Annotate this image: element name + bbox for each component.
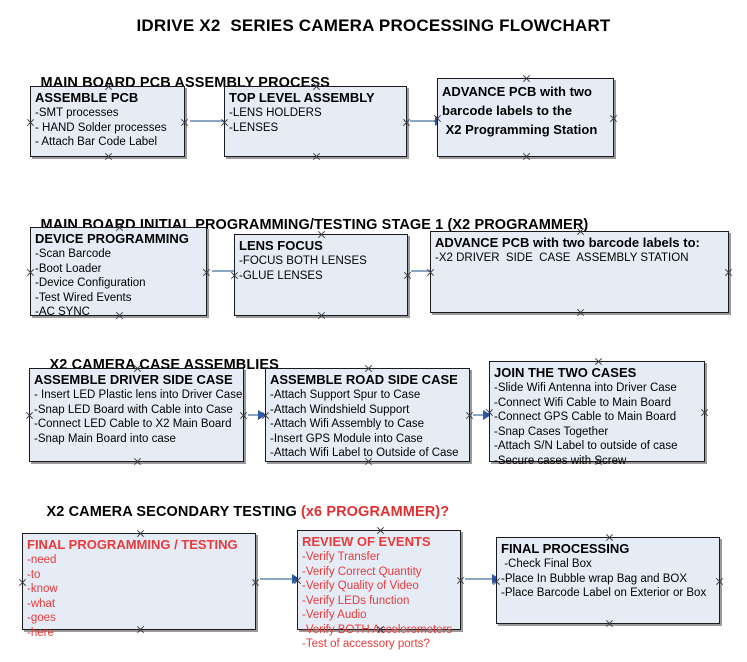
node-item: -Snap Main Board into case bbox=[34, 432, 176, 445]
node-review-of-events[interactable]: REVIEW OF EVENTS -Verify Transfer -Verif… bbox=[297, 530, 461, 650]
node-item: -Slide Wifi Antenna into Driver Case bbox=[494, 382, 677, 394]
node-item: -Scan Barcode bbox=[35, 248, 112, 260]
node-title: FINAL PROGRAMMING / TESTING bbox=[27, 537, 238, 552]
page-title: IDRIVE X2 SERIES CAMERA PROCESSING FLOWC… bbox=[136, 16, 611, 35]
node-item: -Place In Bubble wrap Bag and BOX bbox=[501, 572, 688, 585]
resize-handle-bottom[interactable] bbox=[317, 311, 326, 320]
node-title: LENS FOCUS bbox=[239, 238, 323, 253]
node-item: -Attach Wifi Label to Outside of Case bbox=[270, 447, 459, 459]
node-join-the-two-cases[interactable]: JOIN THE TWO CASES -Slide Wifi Antenna i… bbox=[489, 361, 705, 467]
node-item: -know bbox=[27, 583, 58, 595]
connector-device-programming-to-lens-focus bbox=[212, 270, 242, 272]
node-item: -to bbox=[27, 568, 41, 581]
resize-handle-bottom[interactable] bbox=[576, 308, 585, 317]
node-title: DEVICE PROGRAMMING bbox=[35, 231, 189, 246]
node-final-programming-testing[interactable]: FINAL PROGRAMMING / TESTING -need -to -k… bbox=[22, 533, 256, 639]
node-final-processing[interactable]: FINAL PROCESSING -Check Final Box -Place… bbox=[496, 537, 720, 624]
node-title: FINAL PROCESSING bbox=[501, 541, 630, 556]
resize-handle-bottom[interactable] bbox=[605, 619, 614, 628]
node-item: -X2 DRIVER SIDE CASE ASSEMBLY STATION bbox=[435, 252, 689, 264]
node-item: -LENS HOLDERS bbox=[229, 107, 322, 119]
section-heading-x2-camera-secondary-testing: X2 CAMERA SECONDARY TESTING (x6 PROGRAMM… bbox=[30, 488, 450, 536]
node-lens-focus[interactable]: LENS FOCUS -FOCUS BOTH LENSES -GLUE LENS… bbox=[234, 234, 408, 316]
resize-handle-bottom[interactable] bbox=[133, 457, 142, 466]
node-title: JOIN THE TWO CASES bbox=[494, 365, 637, 380]
node-item: -Verify Transfer bbox=[302, 551, 380, 563]
node-item: -LENSES bbox=[229, 121, 279, 134]
node-item: -FOCUS BOTH LENSES bbox=[239, 255, 367, 267]
resize-handle-bottom[interactable] bbox=[312, 152, 321, 161]
node-item: -AC SYNC bbox=[35, 306, 90, 318]
node-item: -Connect Wifi Cable to Main Board bbox=[494, 396, 672, 409]
resize-handle-right[interactable] bbox=[724, 268, 733, 277]
connector-final-programming-to-review-of-events bbox=[260, 578, 300, 580]
node-assemble-driver-side-case[interactable]: ASSEMBLE DRIVER SIDE CASE - Insert LED P… bbox=[29, 368, 244, 462]
node-item: -Snap Cases Together bbox=[494, 425, 609, 438]
connector-lens-focus-to-advance-pcb-driver-side bbox=[411, 270, 441, 272]
node-item-overflow: -Test of accessory ports? bbox=[302, 638, 430, 650]
node-item: -Verify Audio bbox=[302, 609, 367, 621]
node-item: - HAND Solder processes bbox=[35, 121, 167, 134]
arrowhead-icon bbox=[483, 410, 491, 420]
node-item: - Attach Bar Code Label bbox=[35, 136, 158, 148]
connector-assemble-pcb-to-top-level-assembly bbox=[190, 120, 234, 122]
node-item: -Verify Correct Quantity bbox=[302, 565, 422, 578]
node-item: -Snap LED Board with Cable into Case bbox=[34, 403, 233, 416]
connector-top-level-assembly-to-advance-pcb bbox=[410, 120, 443, 122]
node-item: -Attach S/N Label to outside of case bbox=[494, 440, 678, 452]
node-item: -Connect GPS Cable to Main Board bbox=[494, 411, 677, 423]
connector-review-of-events-to-final-processing bbox=[465, 578, 500, 580]
node-item: -Insert GPS Module into Case bbox=[270, 432, 423, 445]
node-item: -Test Wired Events bbox=[35, 291, 132, 304]
node-title: ASSEMBLE DRIVER SIDE CASE bbox=[34, 372, 233, 387]
arrowhead-icon bbox=[292, 574, 300, 584]
node-item: -Place Barcode Label on Exterior or Box bbox=[501, 587, 707, 599]
node-assemble-pcb[interactable]: ASSEMBLE PCB -SMT processes - HAND Solde… bbox=[30, 86, 185, 157]
node-item: -Connect LED Cable to X2 Main Board bbox=[34, 418, 232, 430]
node-item: -Verify LEDs function bbox=[302, 594, 410, 607]
arrowhead-icon bbox=[258, 410, 266, 420]
node-item: -SMT processes bbox=[35, 107, 119, 119]
node-item: - Insert LED Plastic lens into Driver Ca… bbox=[34, 389, 243, 401]
node-title: ASSEMBLE ROAD SIDE CASE bbox=[270, 372, 458, 387]
node-item: -GLUE LENSES bbox=[239, 269, 323, 282]
node-advance-pcb-to-x2-programming-station[interactable]: ADVANCE PCB with two barcode labels to t… bbox=[437, 78, 614, 157]
node-item: -Attach Wifi Assembly to Case bbox=[270, 418, 425, 430]
node-item: -Check Final Box bbox=[501, 558, 592, 570]
node-item: -Attach Support Spur to Case bbox=[270, 389, 421, 401]
node-assemble-road-side-case[interactable]: ASSEMBLE ROAD SIDE CASE -Attach Support … bbox=[265, 368, 470, 462]
node-advance-pcb-to-driver-side-case-assembly[interactable]: ADVANCE PCB with two barcode labels to: … bbox=[430, 231, 729, 313]
node-item: -goes bbox=[27, 612, 56, 624]
node-item: -Attach Windshield Support bbox=[270, 403, 410, 416]
resize-handle-bottom[interactable] bbox=[104, 152, 113, 161]
node-device-programming[interactable]: DEVICE PROGRAMMING -Scan Barcode -Boot L… bbox=[30, 227, 207, 318]
node-title: REVIEW OF EVENTS bbox=[302, 534, 431, 549]
node-top-level-assembly[interactable]: TOP LEVEL ASSEMBLY -LENS HOLDERS -LENSES bbox=[224, 86, 407, 157]
node-item: -Device Configuration bbox=[35, 277, 146, 289]
node-item: -Verify BOTH Accelerometers bbox=[302, 623, 453, 636]
resize-handle-bottom[interactable] bbox=[522, 152, 531, 161]
node-item: -Secure cases with Screw bbox=[494, 454, 627, 467]
node-item: -what bbox=[27, 597, 56, 610]
node-title: ADVANCE PCB with two barcode labels to t… bbox=[442, 84, 598, 137]
node-item: -here bbox=[27, 626, 54, 639]
node-title: ADVANCE PCB with two barcode labels to: bbox=[435, 235, 700, 250]
section-heading-text: X2 CAMERA SECONDARY TESTING bbox=[46, 504, 301, 520]
node-title: TOP LEVEL ASSEMBLY bbox=[229, 90, 375, 105]
node-item: -Boot Loader bbox=[35, 262, 102, 275]
node-title: ASSEMBLE PCB bbox=[35, 90, 139, 105]
node-item: -need bbox=[27, 554, 57, 566]
node-item: -Verify Quality of Video bbox=[302, 580, 419, 592]
section-heading-accent: (x6 PROGRAMMER)? bbox=[300, 504, 450, 520]
